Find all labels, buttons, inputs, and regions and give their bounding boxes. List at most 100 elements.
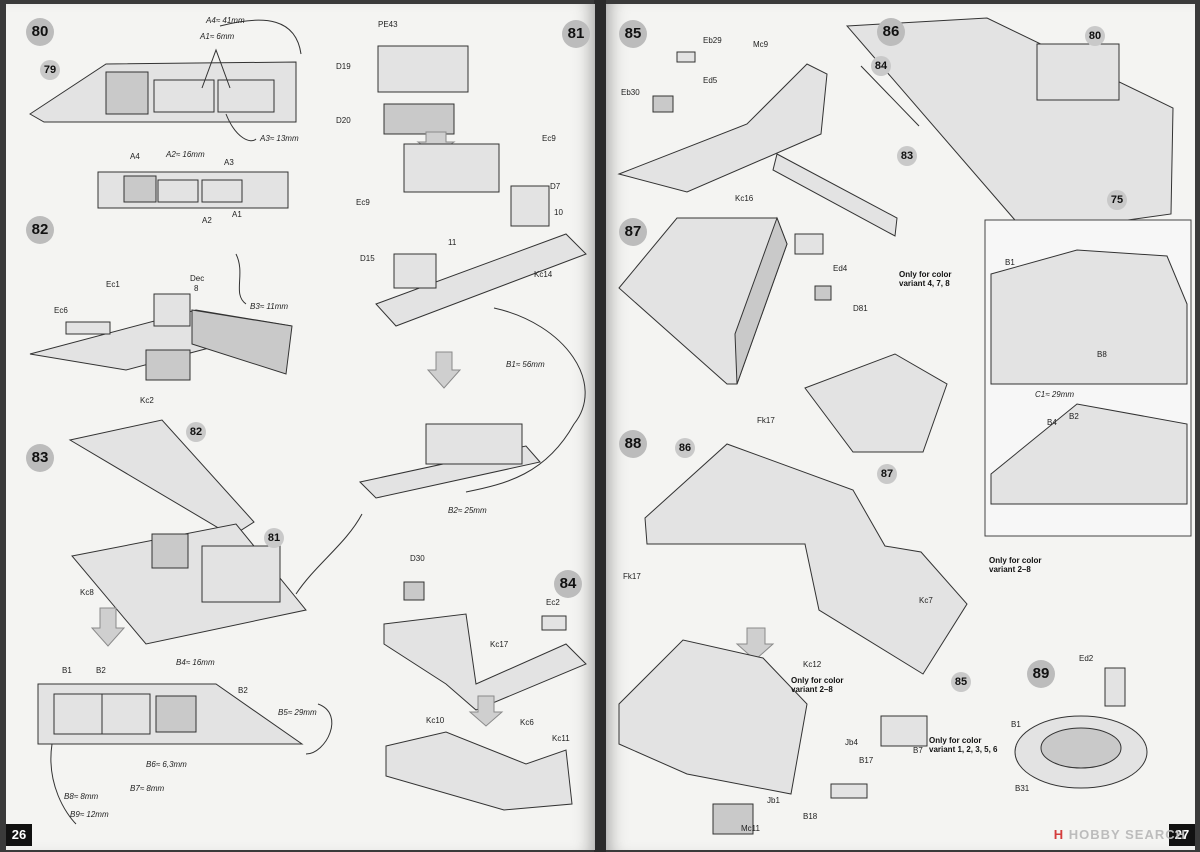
dim-a3: A3≈ 13mm <box>260 134 299 143</box>
label-jb1: Jb1 <box>767 796 780 805</box>
dim-a2: A2≈ 16mm <box>166 150 205 159</box>
step88-roof-87 <box>804 353 948 453</box>
inset-lower-hull <box>990 403 1188 505</box>
step80-box-mid <box>153 79 215 113</box>
step84-arrow <box>468 695 504 727</box>
ref-87: 87 <box>877 464 897 484</box>
step-86-badge: 86 <box>877 18 905 46</box>
step83-cable <box>295 513 363 595</box>
step80-leader <box>201 48 231 89</box>
step82-ec6 <box>65 321 111 335</box>
step81-base-plate <box>375 233 587 327</box>
step81-cable-b1 <box>465 307 586 493</box>
step83-inner-box <box>151 533 189 569</box>
dim-b6: B6≈ 6,3mm <box>146 760 187 769</box>
step82-kc2 <box>145 349 191 381</box>
ref-75: 75 <box>1107 190 1127 210</box>
label-eb29: Eb29 <box>703 36 722 45</box>
label-pe43: PE43 <box>378 20 398 29</box>
dim-a4: A4≈ 41mm <box>206 16 245 25</box>
ref-86: 86 <box>675 438 695 458</box>
label-d81: D81 <box>853 304 868 313</box>
step84-d30 <box>403 581 425 601</box>
step80-detail-box3 <box>201 179 243 203</box>
result-box-b2b <box>155 695 197 733</box>
label-b17: B17 <box>859 756 874 765</box>
label-d20: D20 <box>336 116 351 125</box>
step89-ed2 <box>1104 667 1126 707</box>
step81-pe43-rack <box>377 45 469 93</box>
label-d19: D19 <box>336 62 351 71</box>
label-dec-82: Dec <box>190 274 205 283</box>
dim-b9: B9≈ 12mm <box>70 810 109 819</box>
result-box-b1 <box>53 693 103 735</box>
dim-b3: B3≈ 11mm <box>250 302 289 311</box>
dim-b5: B5≈ 29mm <box>278 708 317 717</box>
step80-box-right <box>217 79 275 113</box>
label-kc2: Kc2 <box>140 396 154 405</box>
label-mc11: Mc11 <box>741 824 760 833</box>
step85-eb29 <box>676 51 696 63</box>
label-fk17-top: Fk17 <box>757 416 775 425</box>
label-a4: A4 <box>130 152 140 161</box>
step80-cable-a4 <box>219 19 302 55</box>
ref-81: 81 <box>264 528 284 548</box>
label-kc10: Kc10 <box>426 716 445 725</box>
label-ed2: Ed2 <box>1079 654 1094 663</box>
label-kc7: Kc7 <box>919 596 933 605</box>
label-kc11: Kc11 <box>552 734 570 743</box>
label-ed4: Ed4 <box>833 264 848 273</box>
step87-ed4 <box>794 233 824 255</box>
step82-ec1-box <box>153 293 191 327</box>
label-fk17-left: Fk17 <box>623 572 641 581</box>
step87-roof-side <box>734 216 788 385</box>
step86-box-80 <box>1036 43 1120 101</box>
label-a3: A3 <box>224 158 234 167</box>
note-color-variant-28-lower: Only for color variant 2–8 <box>791 676 844 694</box>
step-83-badge: 83 <box>26 444 54 472</box>
step88-arrow <box>735 627 775 661</box>
ref-84: 84 <box>871 56 891 76</box>
label-a1: A1 <box>232 210 242 219</box>
step-85-badge: 85 <box>619 20 647 48</box>
label-dec-11: 11 <box>448 238 457 247</box>
page-number-left: 26 <box>6 824 32 846</box>
label-ec6: Ec6 <box>54 306 68 315</box>
dim-a1: A1≈ 6mm <box>200 32 235 41</box>
dim-b4: B4≈ 16mm <box>176 658 215 667</box>
right-page: 85 86 87 88 89 80 84 83 75 86 87 85 Eb29… <box>606 4 1195 850</box>
dim-b7: B7≈ 8mm <box>130 784 165 793</box>
label-kc14: Kc14 <box>534 270 553 279</box>
label-jb4: Jb4 <box>845 738 858 747</box>
result-cable-b5 <box>305 703 333 755</box>
label-b1-cupola: B1 <box>1011 720 1021 729</box>
label-eb30: Eb30 <box>621 88 640 97</box>
note-color-variant-478: Only for color variant 4, 7, 8 <box>899 270 952 288</box>
watermark-mark: H <box>1053 827 1065 842</box>
label-dec-8: 8 <box>194 284 199 293</box>
label-ec9-upper: Ec9 <box>542 134 556 143</box>
step88-b7-plate <box>880 715 928 747</box>
step82-wall <box>191 309 293 375</box>
label-d7: D7 <box>550 182 561 191</box>
note-color-variant-12356: Only for color variant 1, 2, 3, 5, 6 <box>929 736 998 754</box>
step83-arrow <box>90 607 126 647</box>
step-81-badge: 81 <box>562 20 590 48</box>
step83-box-81 <box>201 545 281 603</box>
label-d30: D30 <box>410 554 425 563</box>
watermark: H HOBBY SEARCH <box>1054 827 1186 842</box>
step85-hull-top <box>617 63 828 193</box>
label-b31: B31 <box>1015 784 1030 793</box>
step88-hull <box>644 443 968 675</box>
label-kc6: Kc6 <box>520 718 534 727</box>
step89-cupola-inner <box>1040 727 1122 769</box>
label-ec1: Ec1 <box>106 280 120 289</box>
label-b7-right: B7 <box>913 746 923 755</box>
right-page-line-art <box>617 17 1192 835</box>
ref-82: 82 <box>186 422 206 442</box>
label-kc16: Kc16 <box>735 194 754 203</box>
step80-detail-box <box>123 175 157 203</box>
step82-cable-b3 <box>235 253 247 305</box>
step81-result-box <box>425 423 523 465</box>
